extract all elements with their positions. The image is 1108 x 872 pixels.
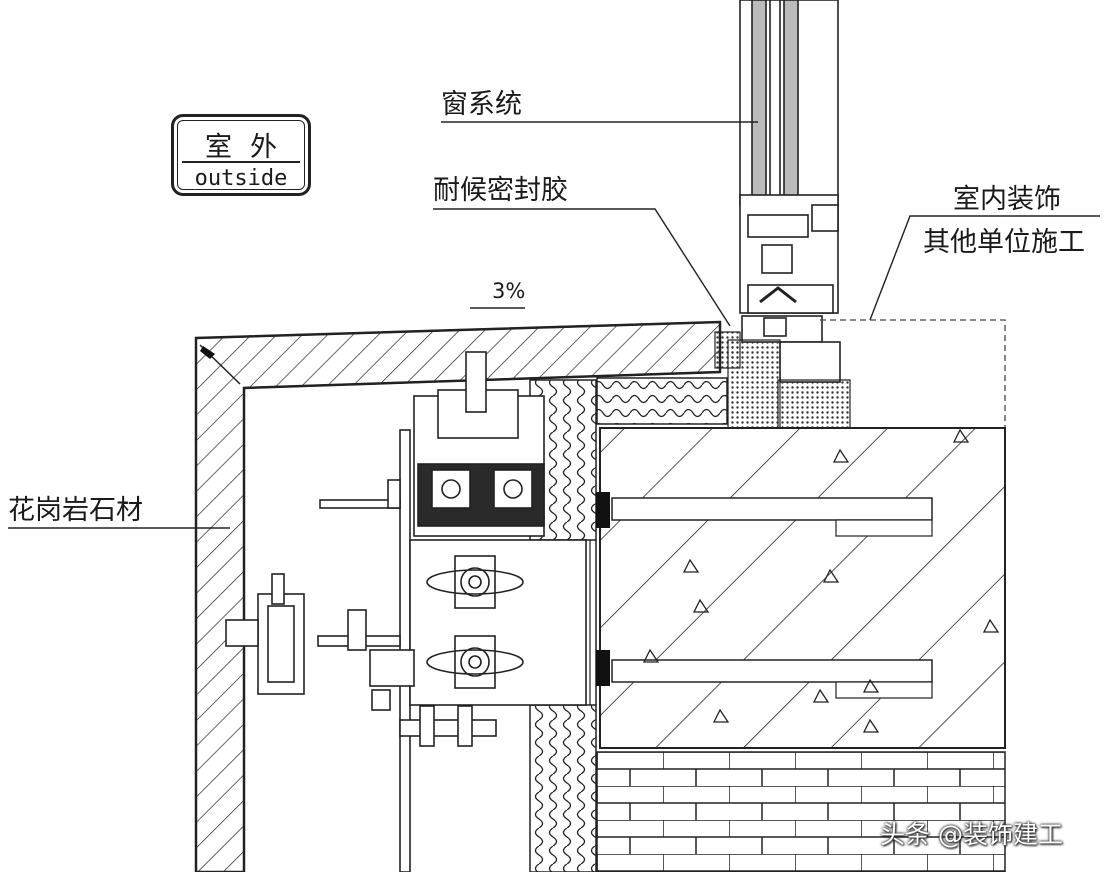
label-granite: 花岗岩石材	[8, 495, 143, 526]
badge-english: outside	[194, 166, 288, 191]
label-slope: 3%	[492, 279, 526, 303]
window-frame	[739, 0, 841, 383]
sealant-fill	[714, 331, 851, 429]
steel-bracket	[225, 351, 587, 872]
interior-finish-outline	[820, 319, 1006, 428]
brick-wall	[596, 751, 1006, 872]
label-interior-finish-line2: 其他单位施工	[923, 227, 1085, 258]
outside-badge: 室外 outside	[171, 114, 311, 196]
insulation-vertical	[529, 379, 597, 872]
label-interior-finish-line1: 室内装饰	[953, 184, 1061, 215]
concrete-wall	[596, 427, 1006, 749]
badge-chinese: 室外	[205, 132, 295, 163]
insulation-top	[596, 377, 728, 425]
leader-lines	[8, 121, 1100, 529]
label-window-system: 窗系统	[441, 89, 522, 120]
badge-divider	[182, 161, 300, 163]
watermark: 头条 @装饰建工	[880, 820, 1063, 849]
label-sealant: 耐候密封胶	[433, 175, 568, 206]
granite-stone	[194, 320, 722, 872]
